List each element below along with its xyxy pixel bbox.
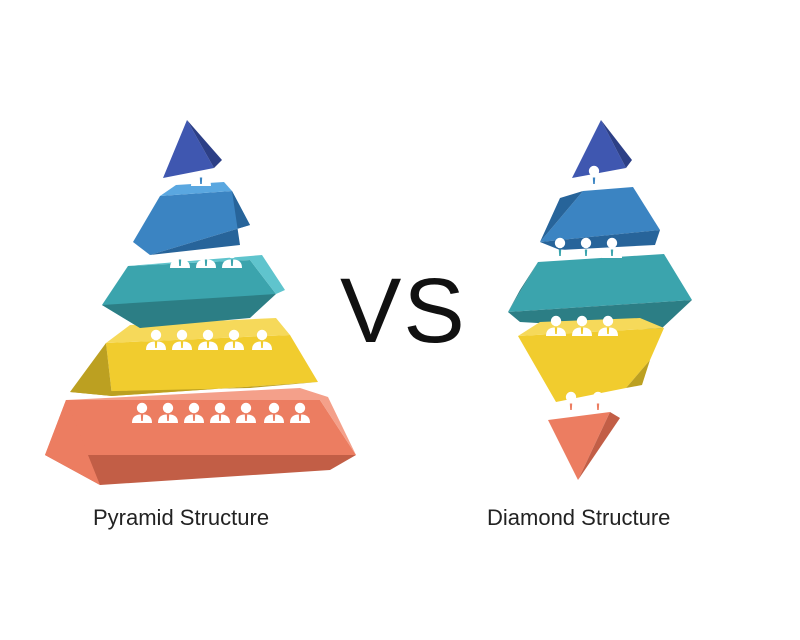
diamond-tier-3 [508, 254, 692, 330]
vs-label: VS [340, 265, 467, 357]
pyramid-tier-4-left [70, 343, 112, 396]
person-icon [196, 248, 216, 268]
diamond-structure [508, 120, 692, 480]
pyramid-tier-4 [70, 318, 318, 396]
diamond-tier-5 [548, 412, 620, 480]
pyramid-structure [45, 120, 356, 485]
pyramid-caption: Pyramid Structure [93, 505, 269, 531]
diamond-tier-4 [518, 318, 664, 402]
diamond-caption: Diamond Structure [487, 505, 670, 531]
pyramid-tier-1 [163, 120, 222, 178]
pyramid-tier-3 [102, 255, 285, 328]
pyramid-tier-2 [133, 182, 250, 255]
diamond-tier-4-front [518, 328, 664, 402]
pyramid-tier-5 [45, 388, 356, 485]
diamond-tier-1 [572, 120, 632, 178]
pyramid-tier-5-front [45, 400, 356, 455]
